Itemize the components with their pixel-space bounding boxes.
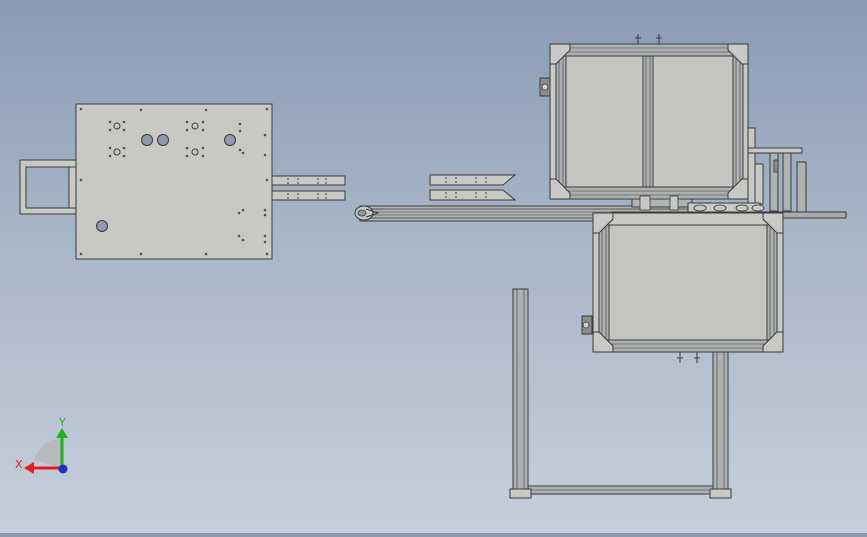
- x-axis-label: X: [15, 458, 23, 471]
- support-stand[interactable]: [509, 288, 732, 499]
- left-base-plate[interactable]: [19, 103, 273, 260]
- lower-frame[interactable]: [581, 212, 784, 363]
- gripper-fingers[interactable]: [429, 174, 517, 201]
- upper-frame[interactable]: [539, 34, 749, 200]
- left-slide-rails[interactable]: [271, 175, 346, 201]
- y-axis-label: Y: [58, 416, 66, 429]
- z-axis-dot: [58, 464, 68, 474]
- coordinate-triad: Y X: [15, 416, 68, 474]
- y-axis-head: [56, 428, 68, 438]
- x-axis-head: [24, 462, 34, 474]
